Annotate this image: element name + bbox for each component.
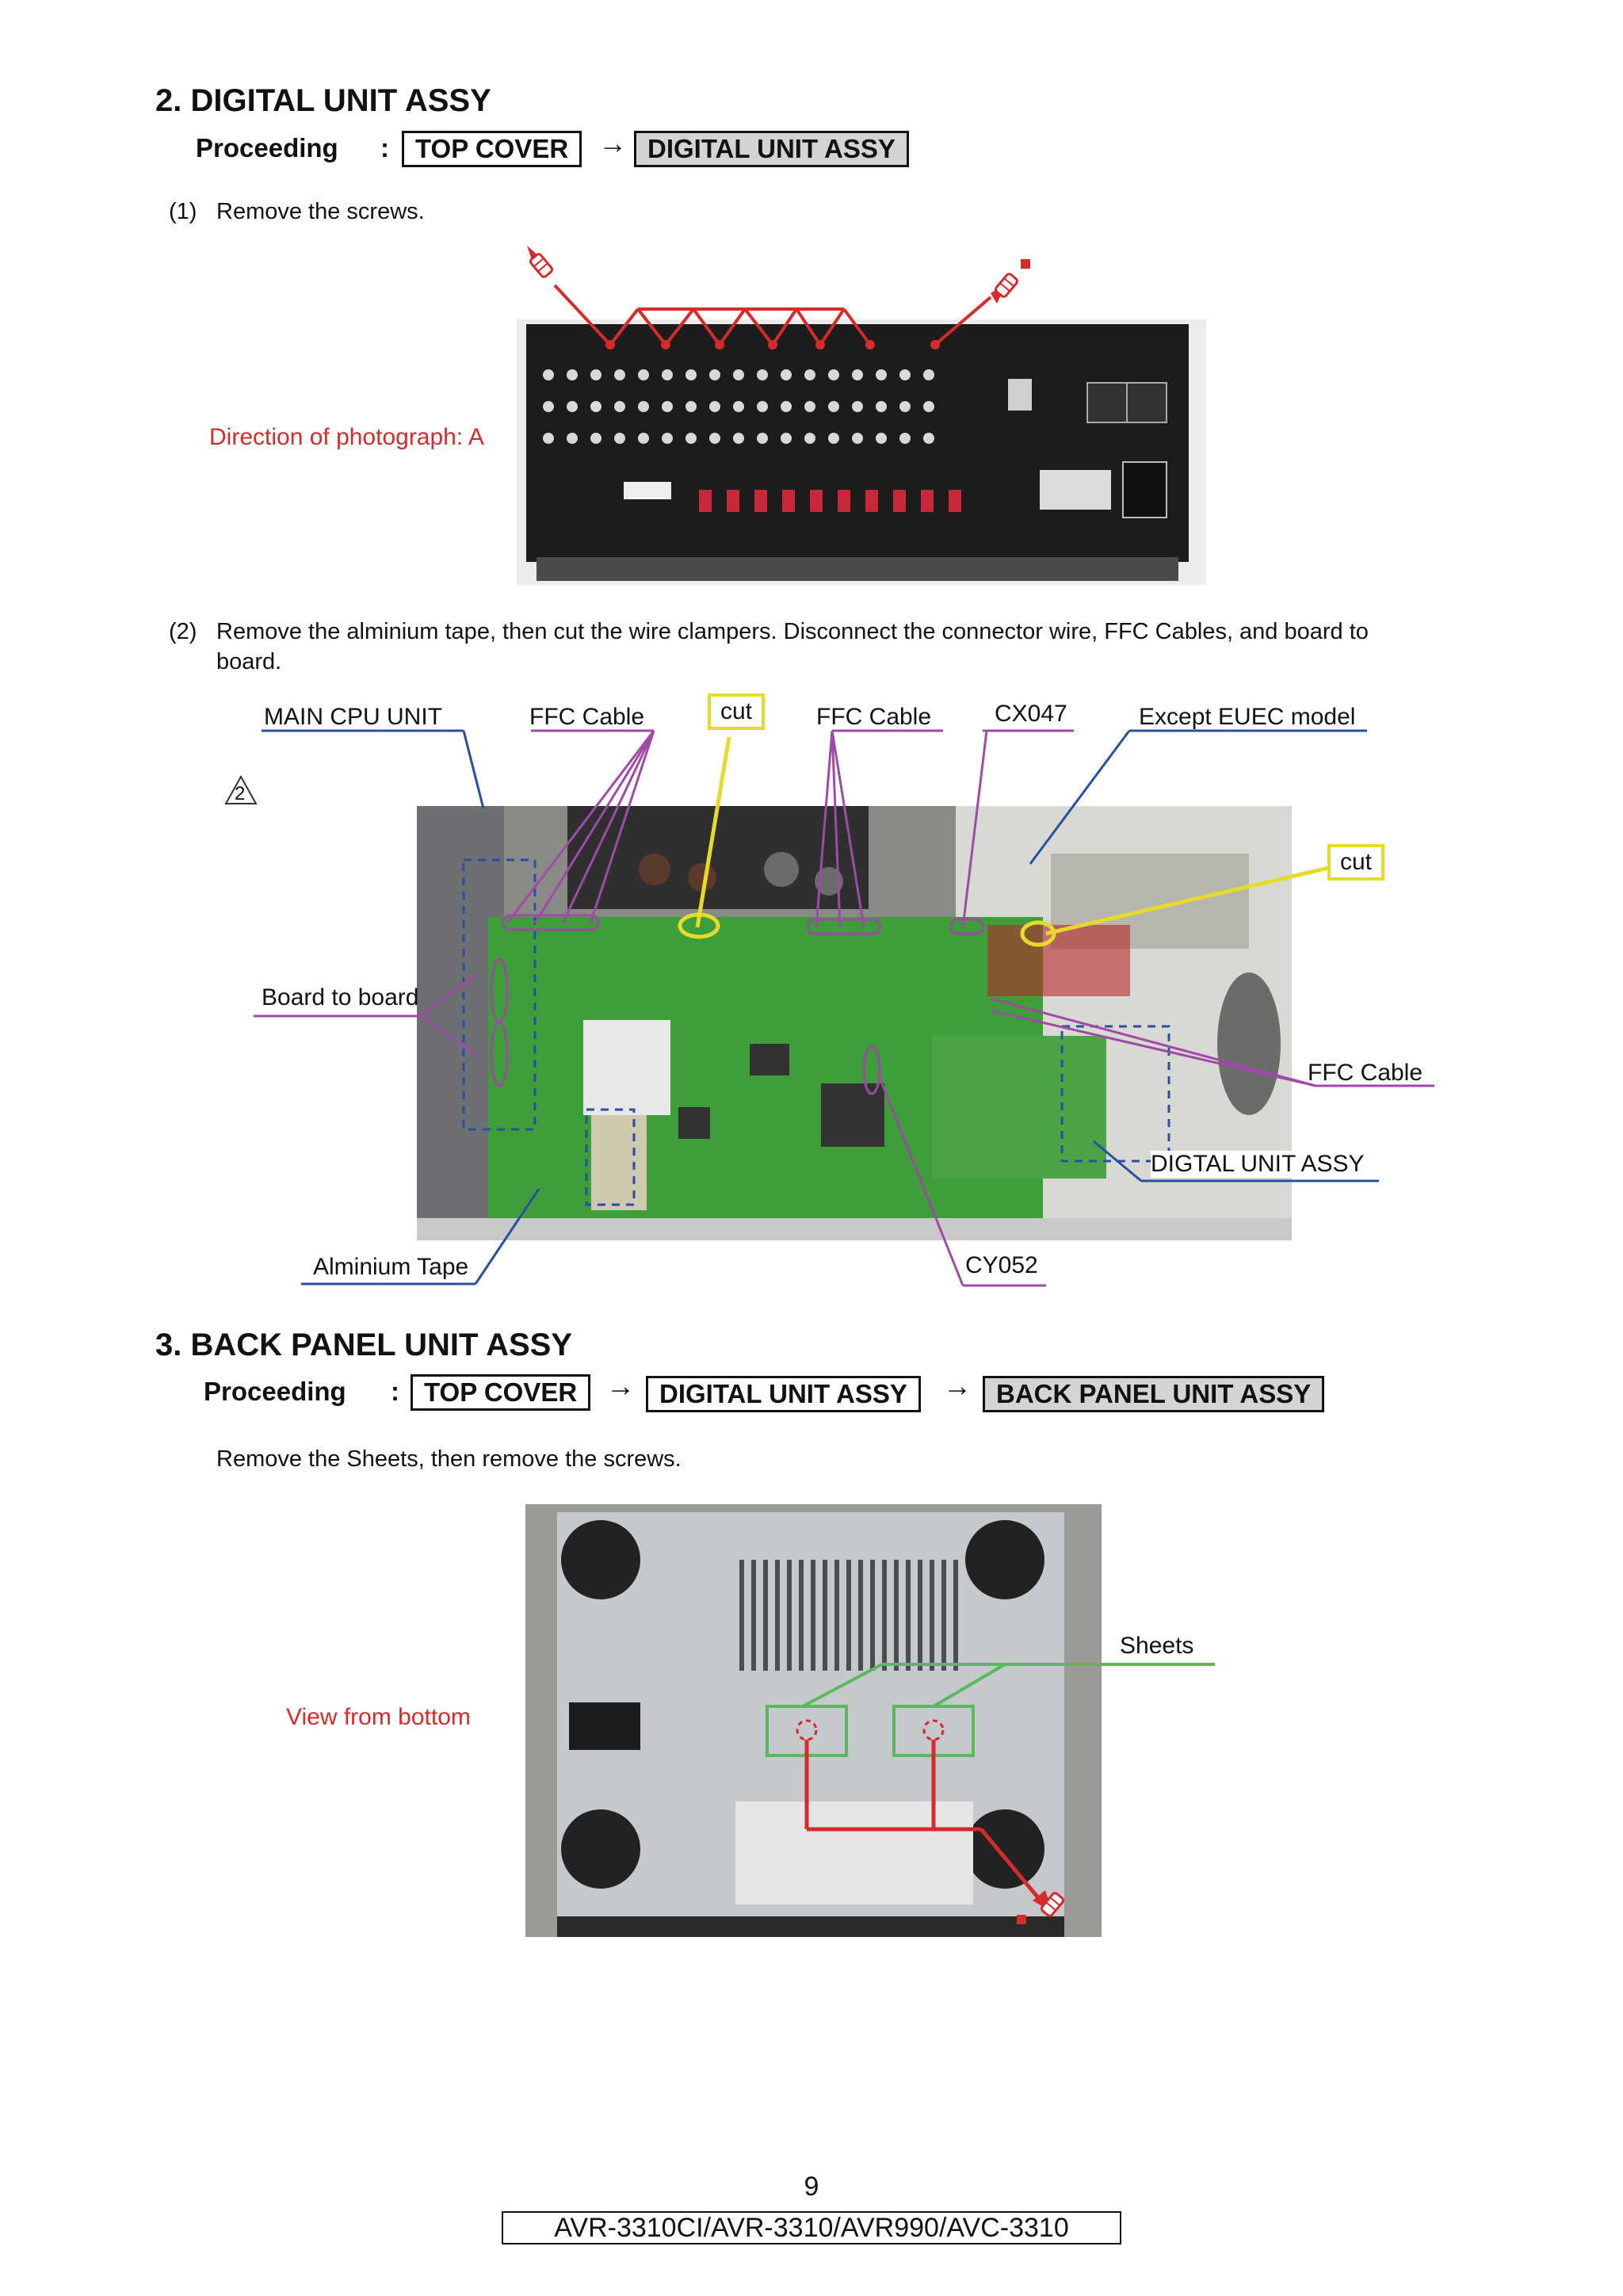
- label-cy052: CY052: [965, 1252, 1038, 1278]
- step-digital-unit-3: DIGITAL UNIT ASSY: [646, 1376, 921, 1412]
- label-sheets: Sheets: [1120, 1633, 1194, 1659]
- red-marker-icon: [1017, 1915, 1026, 1924]
- revision-mark: 2: [235, 783, 246, 804]
- step-top-cover: TOP COVER: [402, 131, 582, 167]
- step-top-cover-3: TOP COVER: [411, 1374, 591, 1411]
- step2-line2: board.: [216, 649, 282, 674]
- step-digital-unit: DIGITAL UNIT ASSY: [634, 131, 909, 167]
- proceeding-colon-3: :: [391, 1377, 399, 1406]
- label-cut-2: cut: [1327, 844, 1385, 881]
- step-back-panel: BACK PANEL UNIT ASSY: [983, 1376, 1325, 1412]
- digital-unit-photo: [417, 806, 1292, 1240]
- page-number: 9: [804, 2172, 819, 2202]
- label-board-to-board: Board to board: [262, 984, 419, 1010]
- screw-arrows-overlay: [527, 246, 1030, 350]
- label-except-euec: Except EUEC model: [1139, 704, 1356, 730]
- revision-triangle-icon: [224, 775, 258, 804]
- label-aluminium-tape: Alminium Tape: [313, 1254, 469, 1280]
- step1-num: (1): [169, 199, 197, 224]
- proceeding-label-3: Proceeding: [204, 1377, 346, 1406]
- step2-line1: Remove the alminium tape, then cut the w…: [216, 619, 1369, 644]
- section3-title: 3. BACK PANEL UNIT ASSY: [155, 1328, 572, 1362]
- arrow-icon: →: [943, 1370, 972, 1402]
- section2-title: 2. DIGITAL UNIT ASSY: [155, 83, 491, 118]
- label-ffc-cable-1: FFC Cable: [529, 704, 645, 730]
- section3-instruction: Remove the Sheets, then remove the screw…: [216, 1446, 682, 1472]
- arrow-icon: →: [598, 127, 627, 159]
- bottom-view-caption: View from bottom: [286, 1704, 471, 1730]
- proceeding-colon: :: [380, 133, 389, 162]
- annotation-overlay: [254, 729, 1434, 1287]
- label-cx047: CX047: [995, 701, 1067, 727]
- model-footer: AVR-3310CI/AVR-3310/AVR990/AVC-3310: [502, 2211, 1121, 2244]
- label-ffc-cable-2: FFC Cable: [816, 704, 932, 730]
- rear-panel-photo: [517, 319, 1206, 585]
- red-marker-icon: [1021, 259, 1030, 269]
- label-main-cpu: MAIN CPU UNIT: [264, 704, 442, 730]
- bottom-view-photo: [525, 1504, 1102, 1937]
- label-cut-1: cut: [708, 693, 766, 730]
- label-ffc-cable-3: FFC Cable: [1308, 1060, 1423, 1086]
- step2-num: (2): [169, 619, 197, 644]
- sheets-overlay: [766, 1663, 1215, 1924]
- label-digital-unit-assy: DIGTAL UNIT ASSY: [1151, 1151, 1365, 1178]
- arrow-icon: →: [606, 1370, 635, 1402]
- step1-text: Remove the screws.: [216, 199, 425, 224]
- proceeding-label: Proceeding: [196, 133, 338, 162]
- photo1-caption: Direction of photograph: A: [209, 424, 484, 450]
